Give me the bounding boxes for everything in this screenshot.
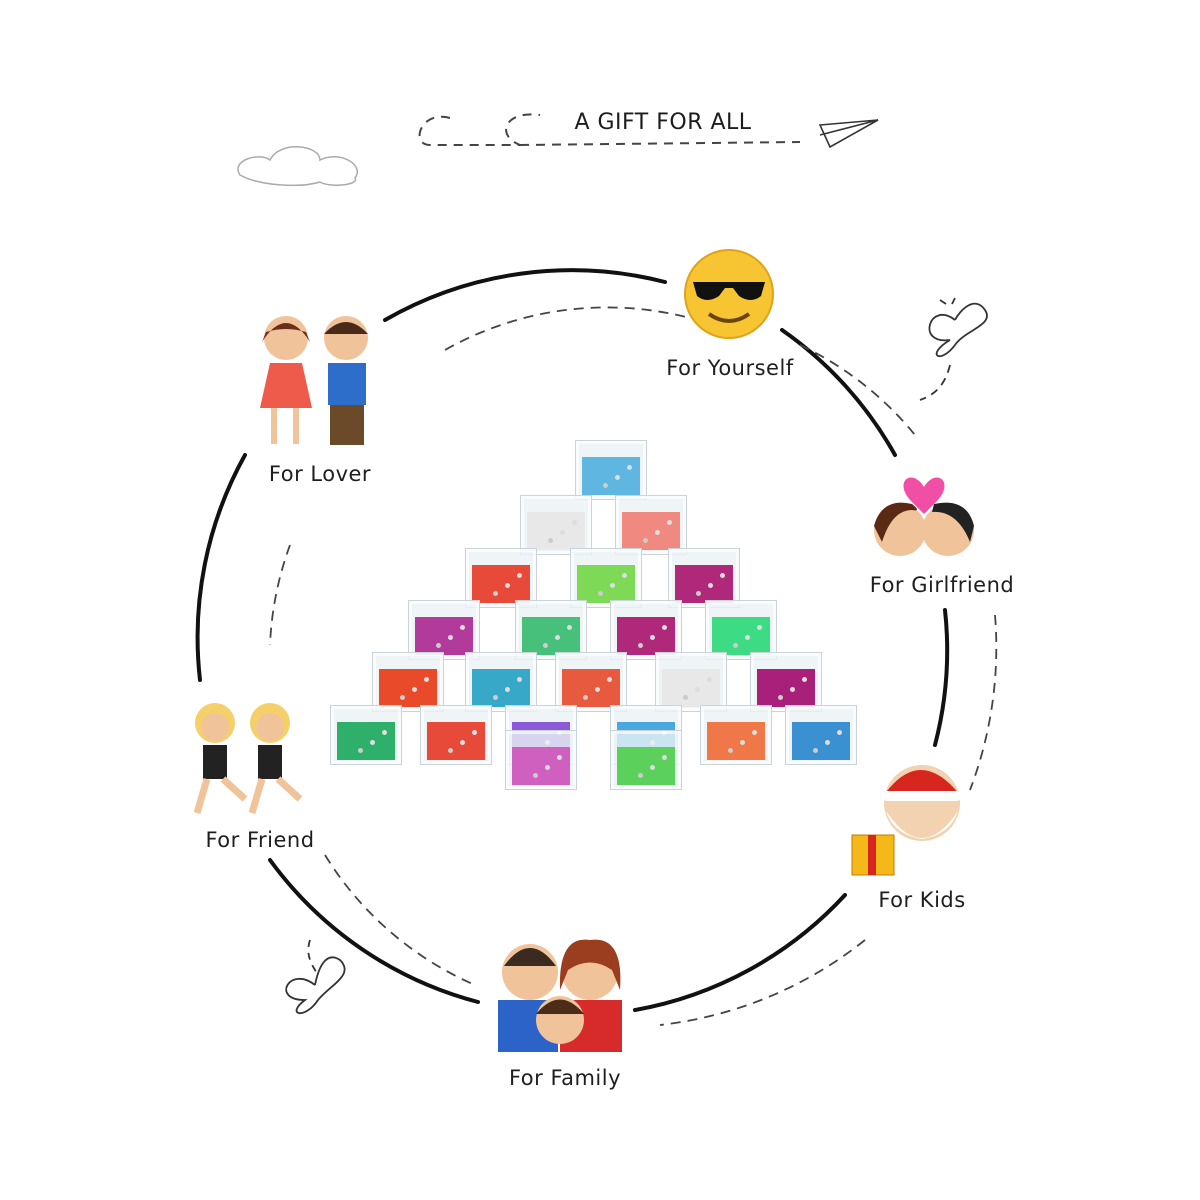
puzzle-cube — [505, 730, 577, 790]
sunglasses-smiley-icon — [684, 249, 774, 339]
puzzle-cube — [515, 600, 587, 660]
puzzle-cube — [465, 652, 537, 712]
family-icon — [498, 939, 622, 1052]
puzzle-cube — [372, 652, 444, 712]
puzzle-cube — [330, 705, 402, 765]
puzzle-cube — [420, 705, 492, 765]
puzzle-cube-maze — [792, 722, 850, 760]
page-title: A GIFT FOR ALL — [574, 110, 752, 135]
puzzle-cube — [555, 652, 627, 712]
label-for-family: For Family — [508, 1066, 622, 1090]
couple-holding-hands-icon — [260, 316, 368, 445]
puzzle-cube-maze — [577, 565, 635, 603]
puzzle-cube — [655, 652, 727, 712]
kissing-couple-icon — [874, 477, 974, 556]
label-for-kids: For Kids — [878, 888, 966, 912]
puzzle-cube-maze — [562, 669, 620, 707]
puzzle-cube-maze — [617, 617, 675, 655]
puzzle-cube-maze — [512, 747, 570, 785]
label-for-yourself: For Yourself — [666, 356, 794, 380]
label-for-lover: For Lover — [268, 462, 372, 486]
puzzle-cube-maze — [662, 669, 720, 707]
puzzle-cube-maze — [712, 617, 770, 655]
puzzle-cube-maze — [757, 669, 815, 707]
puzzle-cube-maze — [415, 617, 473, 655]
puzzle-cube — [465, 548, 537, 608]
puzzle-cube-maze — [527, 512, 585, 550]
puzzle-cube — [750, 652, 822, 712]
puzzle-cube-maze — [522, 617, 580, 655]
puzzle-cube-maze — [582, 457, 640, 495]
puzzle-cube-maze — [707, 722, 765, 760]
puzzle-cube-maze — [337, 722, 395, 760]
butterfly-icon-top — [919, 297, 988, 401]
puzzle-cube — [700, 705, 772, 765]
puzzle-cube-maze — [622, 512, 680, 550]
puzzle-cube — [520, 495, 592, 555]
dancing-friends-icon — [193, 703, 303, 814]
label-for-friend: For Friend — [205, 828, 315, 852]
puzzle-cube — [785, 705, 857, 765]
puzzle-cube — [705, 600, 777, 660]
puzzle-cube-maze — [427, 722, 485, 760]
puzzle-cube — [408, 600, 480, 660]
puzzle-cube-maze — [675, 565, 733, 603]
puzzle-cube — [610, 600, 682, 660]
cloud-icon — [237, 146, 358, 187]
puzzle-cube — [615, 495, 687, 555]
puzzle-cube-maze — [472, 565, 530, 603]
paper-plane-trail — [418, 113, 801, 146]
puzzle-cube-maze — [617, 747, 675, 785]
main-circle — [195, 268, 950, 1012]
puzzle-cube — [668, 548, 740, 608]
inner-dashed-circle — [269, 306, 998, 1026]
puzzle-cube-maze — [472, 669, 530, 707]
label-for-girlfriend: For Girlfriend — [869, 573, 1015, 597]
santa-gift-icon — [851, 765, 962, 876]
puzzle-cube — [570, 548, 642, 608]
puzzle-cube — [610, 730, 682, 790]
paper-plane-icon — [818, 119, 879, 149]
puzzle-cube — [575, 440, 647, 500]
butterfly-icon-bottom — [285, 939, 346, 1015]
puzzle-cube-maze — [379, 669, 437, 707]
